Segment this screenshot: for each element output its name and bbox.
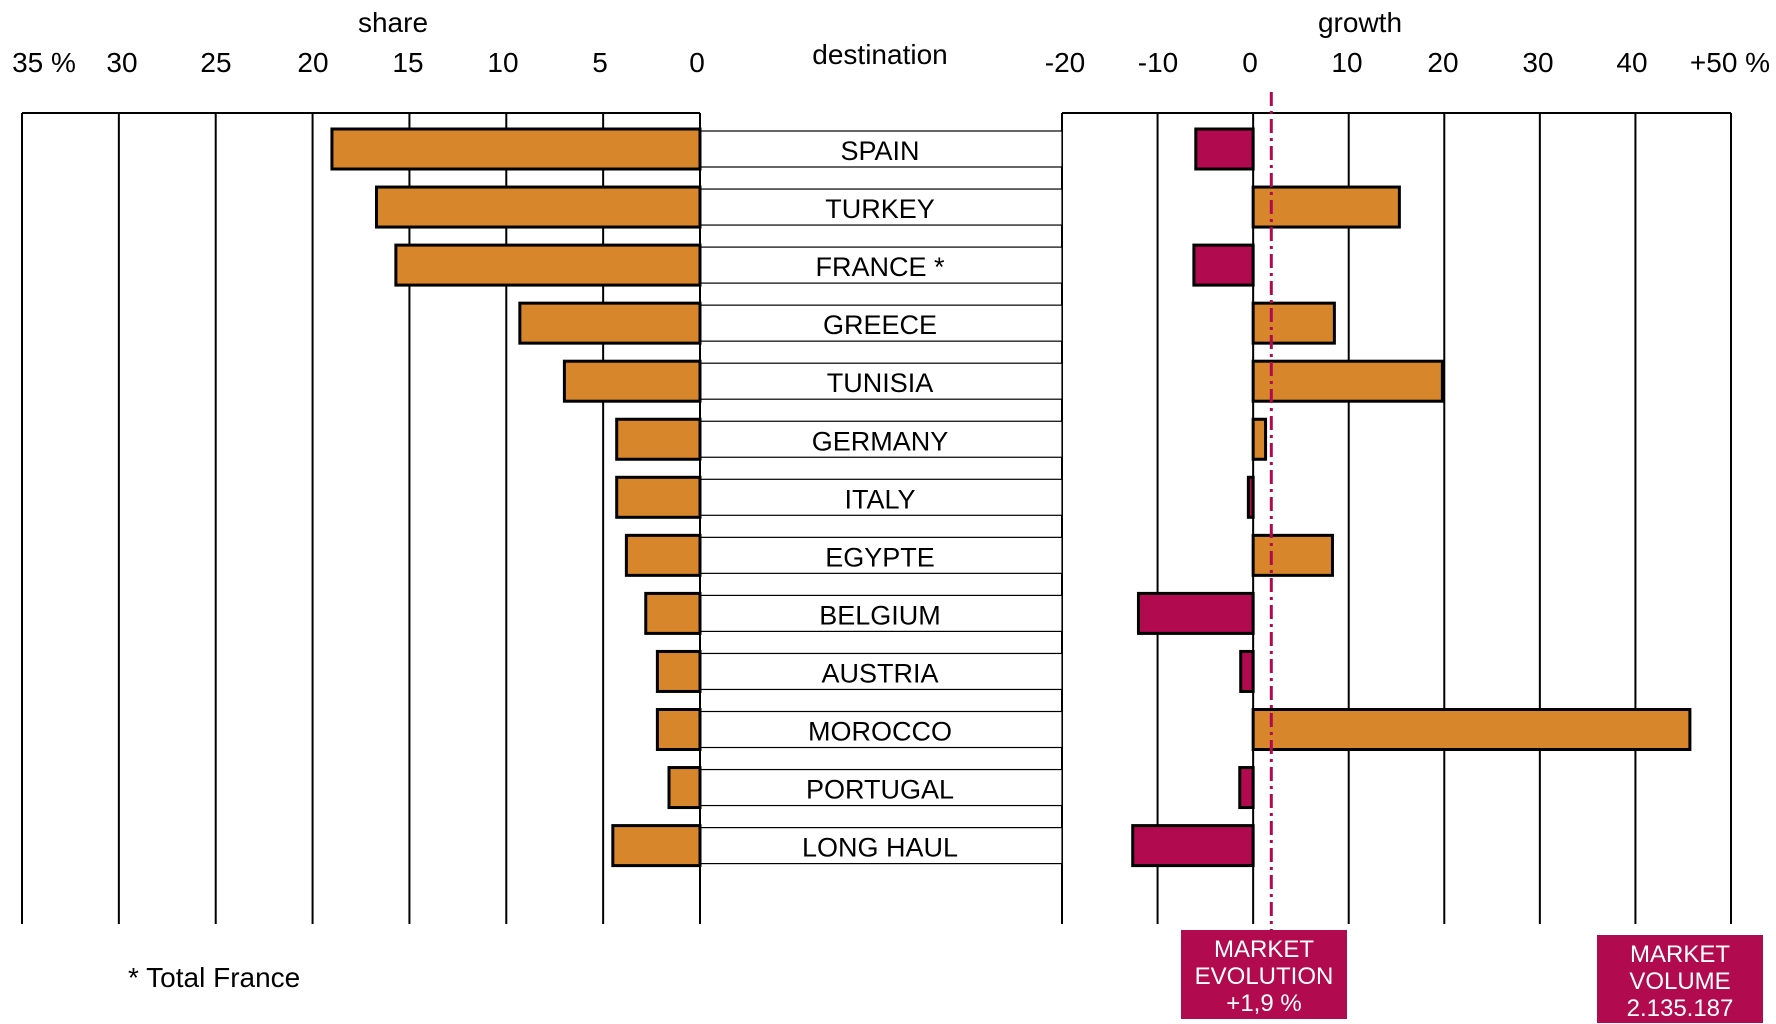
destination-label: GREECE [823, 310, 937, 340]
destination-row [699, 188, 1063, 226]
share-tick-label: 0 [689, 47, 705, 78]
destination-row [699, 478, 1063, 516]
destination-row [699, 246, 1063, 284]
destination-row [699, 826, 1063, 865]
market-volume-line-3: 2.135.187 [1626, 995, 1734, 1022]
growth-bar [1131, 824, 1255, 868]
share-bar [655, 649, 702, 693]
market-volume-badge: MARKET VOLUME 2.135.187 [1597, 935, 1763, 1023]
growth-tick-label: -20 [1045, 47, 1085, 78]
growth-bar [1251, 708, 1692, 751]
growth-tick-label: 40 [1616, 47, 1647, 78]
share-tick-label: 20 [297, 47, 328, 78]
growth-bar [1246, 475, 1255, 519]
growth-bar [1194, 127, 1255, 171]
share-tick-label: 35 % [12, 47, 76, 78]
destination-header: destination [812, 39, 947, 70]
destination-row [699, 594, 1063, 633]
market-evolution-badge: MARKET EVOLUTION +1,9 % [1181, 930, 1347, 1019]
growth-tick-label: 20 [1427, 47, 1458, 78]
growth-bar [1251, 533, 1334, 577]
destination-label: SPAIN [840, 136, 919, 166]
growth-bar [1251, 417, 1268, 461]
destination-label: ITALY [844, 484, 915, 514]
growth-bar [1251, 359, 1444, 403]
destination-label: LONG HAUL [802, 833, 958, 863]
share-bar [615, 475, 702, 519]
share-tick-label: 25 [200, 47, 231, 78]
market-volume-line-2: VOLUME [1629, 968, 1731, 995]
growth-bar [1238, 766, 1255, 810]
growth-bar [1251, 301, 1336, 345]
market-evolution-line-3: +1,9 % [1226, 990, 1302, 1017]
growth-bar [1192, 243, 1255, 287]
share-bar [394, 243, 702, 287]
share-tick-label: 10 [487, 47, 518, 78]
destination-label: PORTUGAL [806, 775, 954, 805]
share-bar [667, 766, 702, 810]
growth-axis-title: growth [1318, 7, 1402, 38]
growth-bar [1251, 185, 1401, 229]
share-bar [655, 708, 702, 751]
share-axis-title: share [358, 7, 428, 38]
destination-label: TURKEY [825, 194, 935, 224]
destination-row [699, 536, 1063, 574]
destination-label: BELGIUM [819, 600, 941, 630]
share-bar [518, 301, 702, 345]
destination-label: FRANCE * [815, 252, 945, 282]
destination-label: AUSTRIA [821, 658, 938, 688]
share-tick-label: 5 [592, 47, 608, 78]
destination-label: EGYPTE [825, 542, 935, 572]
share-tick-label: 30 [106, 47, 137, 78]
destination-label: GERMANY [812, 426, 949, 456]
destination-label: TUNISIA [827, 368, 934, 398]
growth-tick-label: 0 [1242, 47, 1258, 78]
share-bar [330, 127, 702, 171]
share-bar [562, 359, 702, 403]
market-volume-line-1: MARKET [1629, 941, 1730, 968]
destination-row [699, 130, 1063, 168]
share-tick-label: 15 [392, 47, 423, 78]
share-bar [644, 591, 702, 635]
destination-row [699, 710, 1063, 749]
destination-row [699, 362, 1063, 400]
market-evolution-line-1: MARKET [1213, 936, 1314, 963]
growth-bar [1136, 591, 1255, 635]
share-bar [374, 185, 702, 229]
share-bar [624, 533, 702, 577]
growth-tick-label: 30 [1522, 47, 1553, 78]
market-evolution-line-2: EVOLUTION [1194, 963, 1334, 990]
growth-bar [1239, 649, 1255, 693]
destination-label: MOROCCO [808, 717, 952, 747]
growth-tick-label: 10 [1331, 47, 1362, 78]
growth-tick-label: +50 % [1690, 47, 1770, 78]
share-bar [611, 824, 702, 868]
destination-row [699, 420, 1063, 458]
share-bar [615, 417, 702, 461]
footnote: * Total France [128, 962, 301, 993]
destination-row [699, 304, 1063, 342]
growth-tick-label: -10 [1138, 47, 1178, 78]
